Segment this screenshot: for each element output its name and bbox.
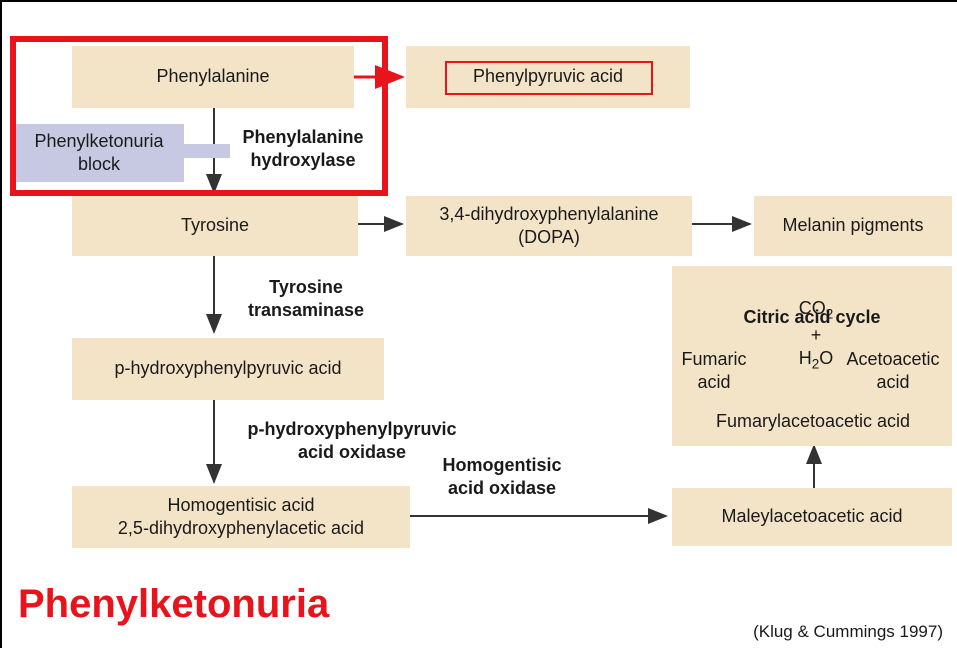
citric-acid-cycle-label: Citric acid cycle [743, 307, 881, 327]
acetoacetic-acid-label: Acetoacetic acid [846, 349, 940, 393]
box-dopa: 3,4-dihydroxyphenylalanine (DOPA) [406, 196, 692, 256]
box-melanin: Melanin pigments [754, 196, 952, 256]
box-phenylalanine: Phenylalanine [72, 46, 354, 108]
citation: (Klug & Cummings 1997) [753, 622, 943, 641]
enzyme-phenylalanine-hydroxylase: Phenylalanine hydroxylase [242, 127, 364, 171]
phenylketonuria-block: Phenylketonuria block [14, 124, 184, 182]
page-title: Phenylketonuria [18, 582, 330, 626]
block-bar [182, 144, 230, 158]
box-maleylacetoacetic-acid: Maleylacetoacetic acid [672, 488, 952, 546]
box-p-hydroxyphenylpyruvic-acid: p-hydroxyphenylpyruvic acid [72, 338, 384, 400]
highlight-frame-hydroxylase [10, 36, 388, 196]
enzyme-homogentisic-acid-oxidase: Homogentisic acid oxidase [442, 455, 562, 499]
fumaric-acid-label: Fumaric acid [681, 349, 747, 393]
enzyme-p-hpp-oxidase: p-hydroxyphenylpyruvic acid oxidase [247, 419, 457, 463]
box-citric-cycle-panel [672, 266, 952, 446]
box-homogentisic-acid: Homogentisic acid 2,5-dihydroxyphenylace… [72, 486, 410, 548]
fumarylacetoacetic-acid-label: Fumarylacetoacetic acid [715, 411, 911, 431]
box-tyrosine: Tyrosine [72, 196, 358, 256]
box-phenylpyruvic-acid: Phenylpyruvic acid [406, 46, 690, 108]
co2-h2o-label: CO2 + H2O [798, 298, 834, 372]
enzyme-tyrosine-transaminase: Tyrosine transaminase [247, 277, 365, 321]
phenylpyruvic-label: Phenylpyruvic acid [472, 66, 624, 87]
highlight-phenylpyruvic-acid [445, 61, 653, 95]
